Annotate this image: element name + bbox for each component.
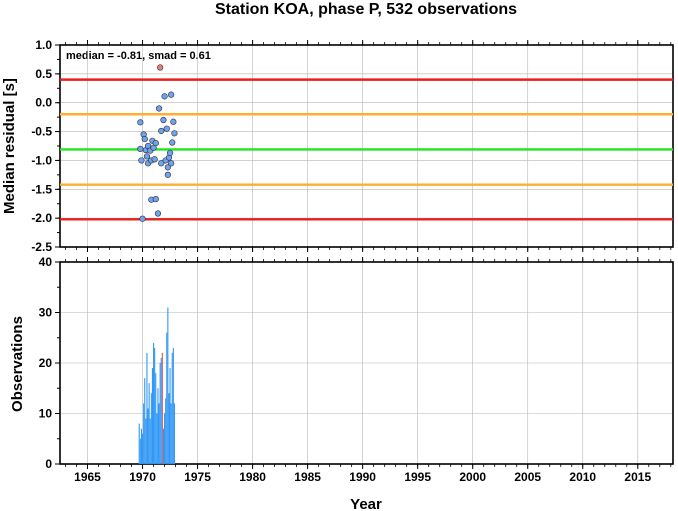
bar xyxy=(171,352,173,464)
y-tick-label: -2.5 xyxy=(31,240,52,254)
bar xyxy=(148,383,150,464)
y-tick-label: 0 xyxy=(45,457,52,471)
bar xyxy=(157,388,159,464)
x-tick-label: 1980 xyxy=(239,470,266,484)
data-point xyxy=(151,156,158,163)
y-tick-label: 0.5 xyxy=(35,67,52,81)
bar xyxy=(170,403,172,464)
data-point xyxy=(139,215,146,222)
x-tick-label: 2010 xyxy=(569,470,596,484)
y-tick-label: 40 xyxy=(39,255,53,269)
residual-panel: 1.0 0.5 0.0 -0.5 -1.0 -1.5 -2.0 -2.5 xyxy=(31,38,674,254)
data-point xyxy=(154,210,162,217)
y-tick-label: -2.0 xyxy=(31,211,52,225)
x-tick-label: 1970 xyxy=(129,470,156,484)
bar xyxy=(154,347,156,464)
bar xyxy=(166,332,168,464)
bar xyxy=(173,403,176,464)
data-point xyxy=(163,125,170,132)
bar xyxy=(143,403,145,464)
bar xyxy=(141,433,144,464)
x-axis-label: Year xyxy=(350,496,382,511)
bar xyxy=(149,418,151,464)
x-tick-label: 1990 xyxy=(349,470,376,484)
data-point xyxy=(143,153,151,160)
data-point xyxy=(155,105,163,112)
data-point xyxy=(152,195,159,203)
y-tick-label: 1.0 xyxy=(35,38,52,52)
data-point xyxy=(138,157,145,164)
data-point xyxy=(152,140,159,147)
x-tick-label: 2000 xyxy=(459,470,486,484)
bar xyxy=(145,418,147,464)
bar xyxy=(156,413,158,464)
x-tick-label: 1995 xyxy=(404,470,431,484)
bar xyxy=(150,393,152,464)
stats-annotation: median = -0.81, smad = 0.61 xyxy=(66,50,211,62)
bar xyxy=(160,357,162,464)
y-tick-label: 0.0 xyxy=(35,96,52,110)
bar xyxy=(165,398,167,464)
chart-title: Station KOA, phase P, 532 observations xyxy=(215,1,517,18)
data-point xyxy=(170,118,177,125)
data-point xyxy=(158,127,165,135)
bar xyxy=(164,413,166,464)
bottom-y-axis-label: Observations xyxy=(9,316,26,412)
bar xyxy=(172,347,174,464)
bar xyxy=(147,408,149,464)
top-y-axis-label: Median residual [s] xyxy=(1,78,18,214)
bar xyxy=(158,403,160,464)
bar xyxy=(152,342,155,464)
bar xyxy=(167,307,169,464)
bar xyxy=(139,438,141,464)
outlier-point xyxy=(157,64,164,71)
x-tick-label: 1975 xyxy=(184,470,211,484)
data-point xyxy=(137,145,144,152)
data-point xyxy=(158,160,165,167)
data-point xyxy=(164,171,171,178)
data-point xyxy=(168,160,175,167)
bar xyxy=(159,363,161,464)
y-tick-label: -0.5 xyxy=(31,125,52,139)
bar xyxy=(140,428,142,464)
data-point xyxy=(161,93,168,100)
bar xyxy=(169,368,171,464)
data-point xyxy=(169,139,176,146)
x-tick-label: 1965 xyxy=(74,470,101,484)
bar xyxy=(146,352,148,464)
y-tick-label: -1.0 xyxy=(31,153,52,167)
data-point xyxy=(160,116,167,124)
data-point xyxy=(168,91,175,98)
data-point xyxy=(137,119,144,126)
data-point xyxy=(141,135,148,143)
bar xyxy=(144,378,146,464)
x-tick-label: 1985 xyxy=(294,470,321,484)
y-tick-label: 10 xyxy=(39,407,53,421)
x-tick-label: 2005 xyxy=(514,470,541,484)
y-tick-label: 20 xyxy=(39,356,53,370)
data-point xyxy=(171,130,178,137)
bar xyxy=(151,368,153,464)
x-tick-label: 2015 xyxy=(624,470,651,484)
bar xyxy=(162,428,165,464)
bar xyxy=(138,423,140,464)
bar xyxy=(168,393,170,464)
highlight-bar xyxy=(161,352,163,464)
y-tick-label: -1.5 xyxy=(31,182,52,196)
data-point xyxy=(166,149,174,157)
y-tick-label: 30 xyxy=(39,306,53,320)
data-point xyxy=(164,164,171,171)
bar xyxy=(155,373,157,464)
